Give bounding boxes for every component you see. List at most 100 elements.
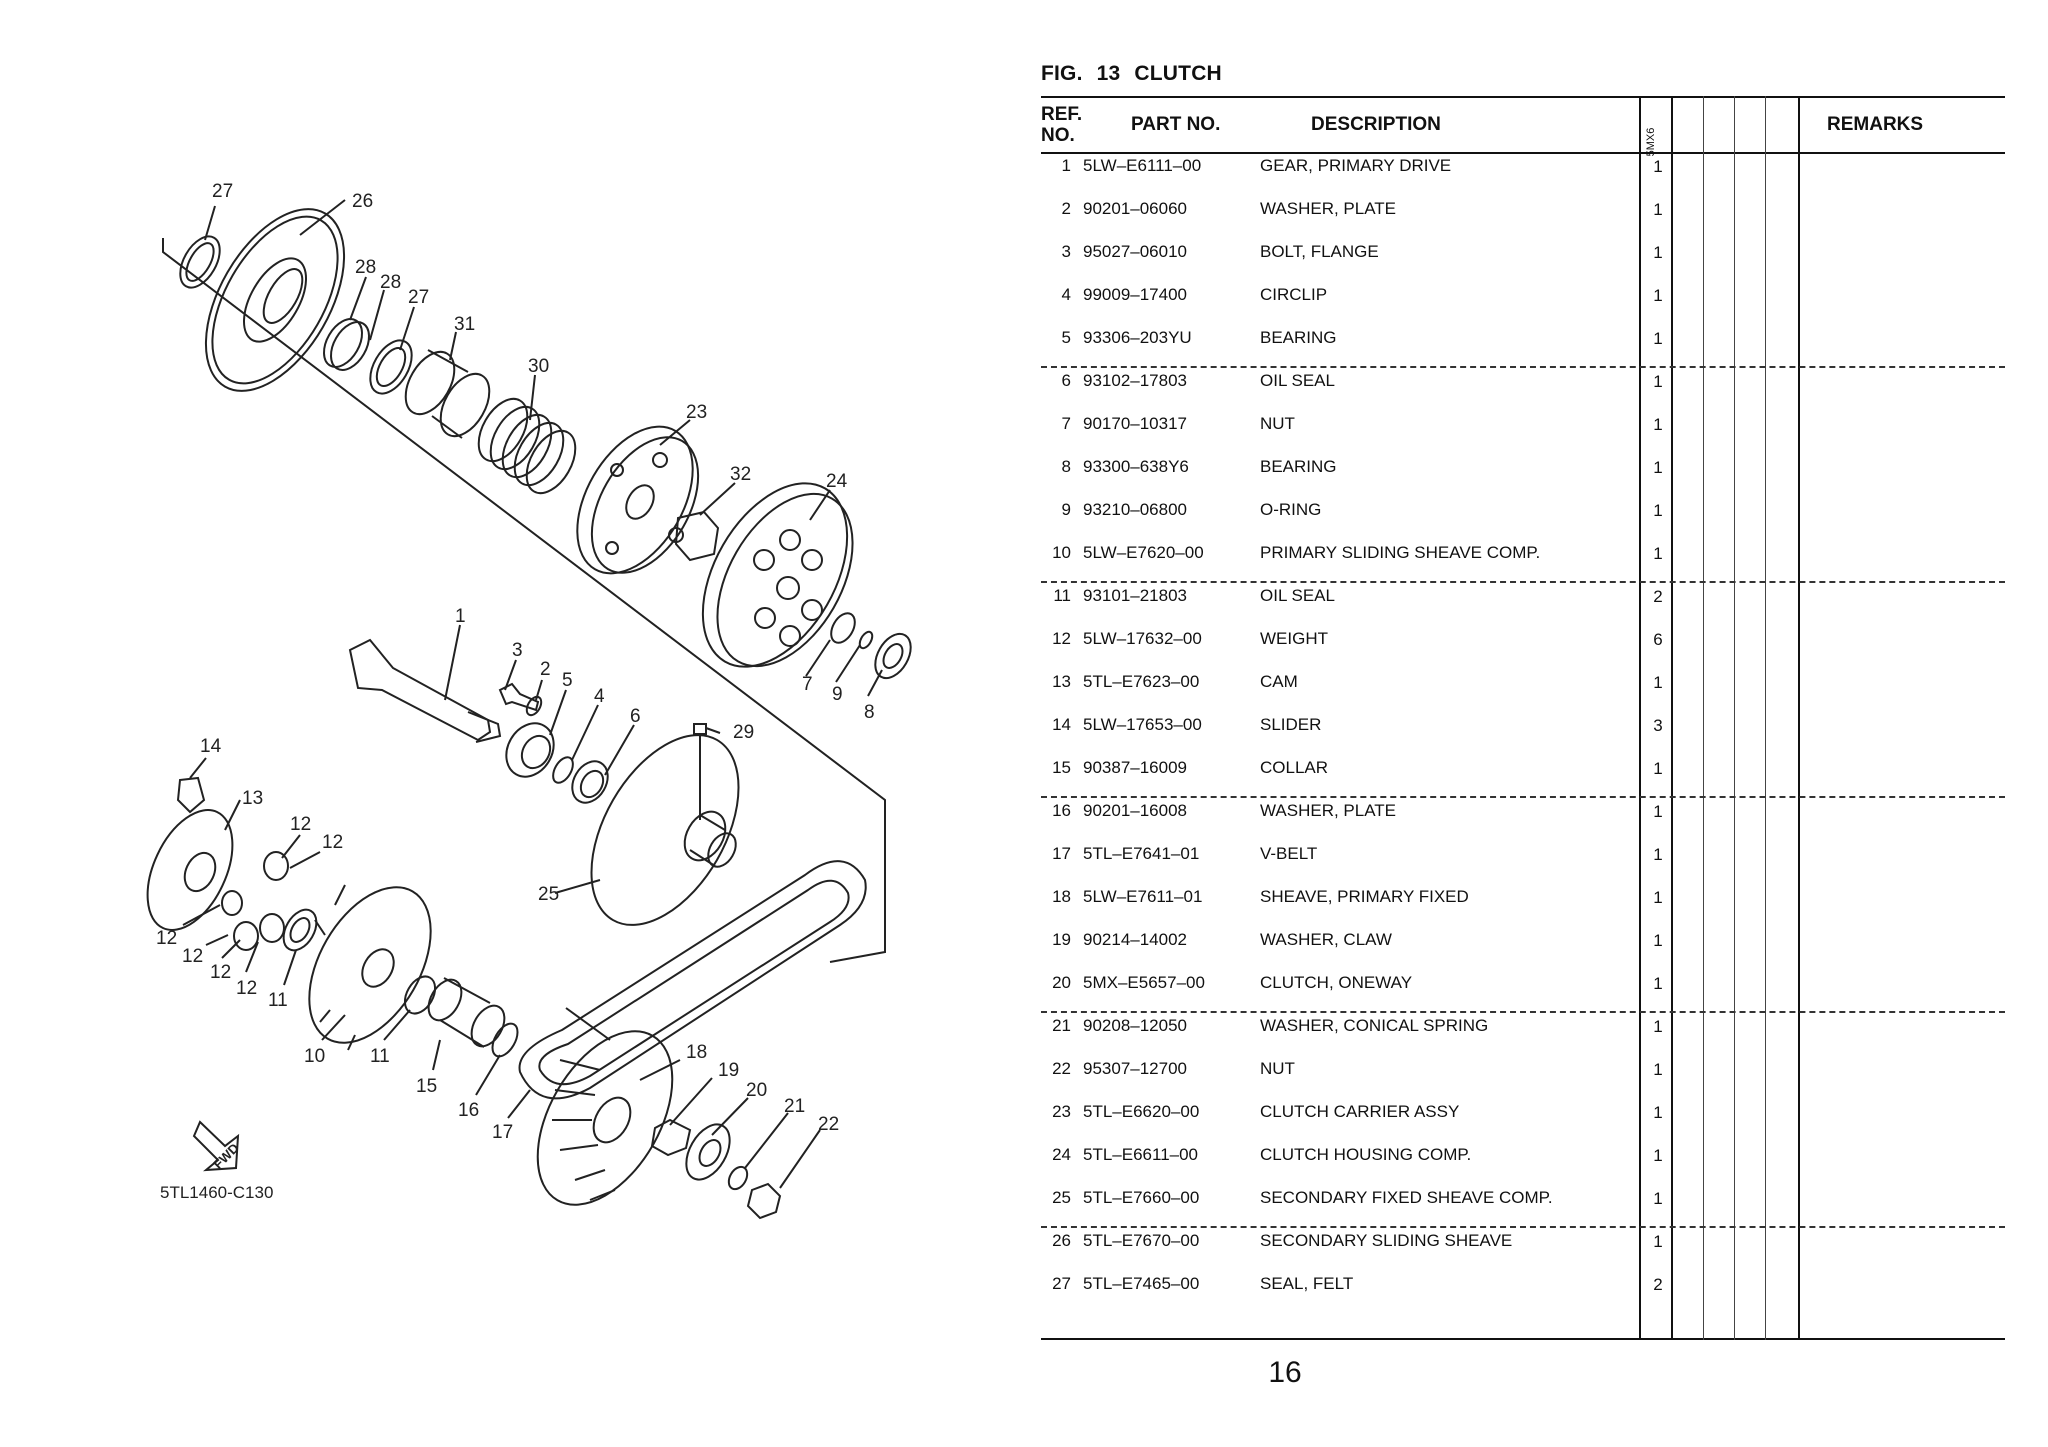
- quantity-cell: 1: [1653, 329, 1663, 348]
- part-no-cell: 5MX–E5657–00: [1083, 973, 1205, 992]
- description-cell: GEAR, PRIMARY DRIVE: [1260, 156, 1452, 175]
- part-no-cell: 90201–16008: [1083, 801, 1188, 820]
- group-divider: [1041, 1011, 2005, 1013]
- part-7-nut: [830, 612, 856, 644]
- part-no-cell: 5LW–E7611–01: [1083, 887, 1203, 906]
- callout-16: 16: [458, 1100, 479, 1121]
- ref-no-cell: 4: [1061, 285, 1071, 304]
- part-no-cell: 5TL–E7465–00: [1083, 1274, 1200, 1293]
- quantity-cell: 1: [1653, 802, 1663, 821]
- quantity-cell: 1: [1653, 243, 1663, 262]
- callout-19: 19: [718, 1060, 739, 1081]
- table-header-rule: [1041, 152, 2005, 154]
- quantity-cell: 1: [1653, 200, 1663, 219]
- description-cell: CIRCLIP: [1260, 285, 1328, 304]
- description-cell: CLUTCH, ONEWAY: [1260, 973, 1413, 992]
- quantity-cell: 1: [1653, 372, 1663, 391]
- description-cell: COLLAR: [1260, 758, 1329, 777]
- part-no-cell: 5TL–E7623–00: [1083, 672, 1200, 691]
- callout-18: 18: [686, 1042, 707, 1063]
- callout-12-f: 12: [236, 978, 257, 999]
- ref-no-cell: 16: [1052, 801, 1071, 820]
- description-cell: SHEAVE, PRIMARY FIXED: [1260, 887, 1469, 906]
- quantity-cell: 1: [1653, 673, 1663, 692]
- part-10-sliding-sheave: [308, 884, 432, 1051]
- part-21-conical-washer: [727, 1165, 749, 1191]
- part-27-felt-seal: [179, 235, 221, 289]
- part-27-seal: [369, 339, 413, 395]
- quantity-cell: 1: [1653, 1146, 1663, 1165]
- part-no-cell: 95027–06010: [1083, 242, 1188, 261]
- description-cell: OIL SEAL: [1260, 371, 1335, 390]
- header-part-no: PART NO.: [1131, 114, 1221, 135]
- callout-21: 21: [784, 1096, 805, 1117]
- group-divider: [1041, 366, 2005, 368]
- part-9-o-ring: [858, 630, 874, 650]
- part-no-cell: 5TL–E6611–00: [1083, 1145, 1199, 1164]
- callout-2: 2: [540, 659, 551, 680]
- ref-no-cell: 23: [1052, 1102, 1071, 1121]
- callout-22: 22: [818, 1114, 839, 1135]
- part-no-cell: 90214–14002: [1083, 930, 1188, 949]
- fwd-arrow-icon: [192, 1120, 240, 1172]
- callout-12-b: 12: [322, 832, 343, 853]
- part-4-circlip: [552, 756, 574, 784]
- col-line: [1765, 96, 1766, 1340]
- quantity-cell: 1: [1653, 544, 1663, 563]
- callout-9: 9: [832, 684, 843, 705]
- page-number: 16: [1268, 1356, 1302, 1389]
- callout-25: 25: [538, 884, 559, 905]
- callout-10: 10: [304, 1046, 325, 1067]
- part-14-slider: [176, 776, 206, 814]
- ref-no-cell: 10: [1052, 543, 1071, 562]
- quantity-cell: 2: [1653, 587, 1663, 606]
- part-25-fixed-sheave: [590, 734, 740, 926]
- callout-11-a: 11: [268, 990, 288, 1011]
- callout-7: 7: [802, 674, 813, 695]
- ref-no-cell: 26: [1052, 1231, 1071, 1250]
- part-16-washer: [491, 1022, 519, 1058]
- description-cell: WASHER, CLAW: [1260, 930, 1392, 949]
- part-28-ring: [323, 318, 363, 368]
- col-line: [1734, 96, 1735, 1340]
- group-divider: [1041, 1226, 2005, 1228]
- description-cell: CAM: [1260, 672, 1298, 691]
- header-model: 5MX6: [1645, 127, 1657, 157]
- callout-12-d: 12: [182, 946, 203, 967]
- ref-no-cell: 9: [1061, 500, 1071, 519]
- quantity-cell: 1: [1653, 1017, 1663, 1036]
- header-description: DESCRIPTION: [1311, 114, 1441, 135]
- part-no-cell: 99009–17400: [1083, 285, 1188, 304]
- callout-27: 27: [212, 181, 233, 202]
- part-31-collar: [404, 349, 491, 439]
- callout-1: 1: [455, 606, 466, 627]
- callout-12-c: 12: [156, 928, 177, 949]
- callout-6: 6: [630, 706, 641, 727]
- quantity-cell: 1: [1653, 1232, 1663, 1251]
- description-cell: WASHER, CONICAL SPRING: [1260, 1016, 1489, 1035]
- quantity-cell: 1: [1653, 759, 1663, 778]
- ref-no-cell: 2: [1061, 199, 1071, 218]
- quantity-cell: 1: [1653, 888, 1663, 907]
- description-cell: BOLT, FLANGE: [1260, 242, 1379, 261]
- callout-24: 24: [826, 471, 848, 492]
- part-15-collar: [427, 977, 506, 1048]
- part-2-washer: [525, 695, 543, 717]
- part-20-oneway-clutch: [685, 1123, 731, 1181]
- part-30-spring: [477, 397, 577, 495]
- part-no-cell: 5TL–E7660–00: [1083, 1188, 1200, 1207]
- part-no-cell: 5TL–E7670–00: [1083, 1231, 1200, 1250]
- description-cell: OIL SEAL: [1260, 586, 1335, 605]
